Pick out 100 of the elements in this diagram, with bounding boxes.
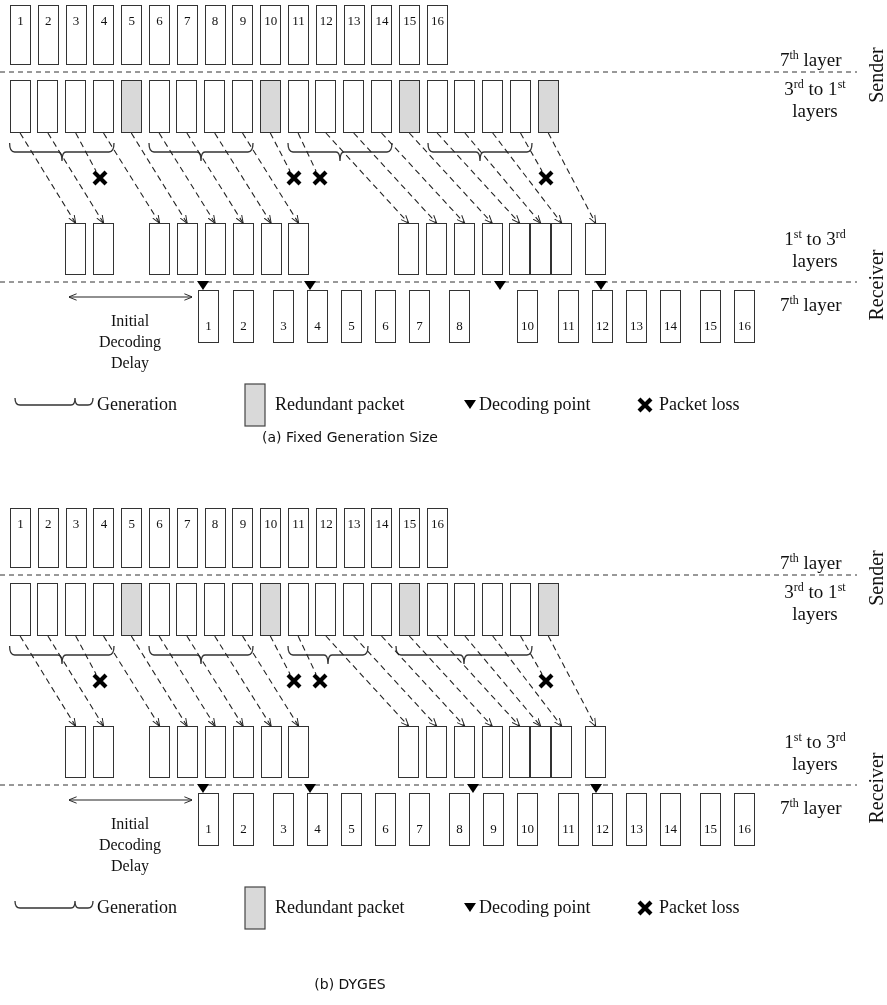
- packet-number: 10: [264, 516, 278, 531]
- packet-box: [483, 793, 504, 846]
- packet-box: [233, 290, 254, 343]
- packet-box: [176, 5, 198, 65]
- arrow: [241, 635, 300, 727]
- packet-box: [260, 508, 282, 568]
- packet-box: [176, 80, 198, 133]
- redundant-packet-box: [398, 80, 420, 133]
- packet-number: 5: [128, 516, 135, 531]
- packet-box: [288, 508, 309, 568]
- side-label: Sender: [865, 46, 887, 105]
- caption: (a) Fixed Generation Size: [261, 428, 439, 447]
- packet-box: [9, 80, 31, 133]
- packet-number: 11: [562, 821, 575, 836]
- packet-box: [481, 223, 503, 275]
- packet-number: 9: [490, 821, 497, 836]
- packet-number: 7: [184, 516, 191, 531]
- packet-box: [558, 290, 579, 343]
- packet-box: [734, 290, 755, 343]
- arrow: [436, 635, 521, 727]
- arrow: [102, 132, 161, 224]
- packet-number: 6: [382, 318, 389, 333]
- arrow: [214, 635, 272, 727]
- packet-number: 4: [100, 13, 108, 28]
- packet-box: [426, 80, 448, 133]
- packet-box: [482, 80, 504, 133]
- packet-number: 2: [45, 13, 52, 28]
- packet-number: 12: [319, 13, 333, 28]
- delay-label: Initial Decoding Delay: [97, 814, 163, 876]
- packet-loss-icon: [285, 672, 303, 690]
- packet-box: [509, 726, 530, 778]
- redundant-packet-box: [259, 583, 281, 636]
- packet-box: [409, 290, 430, 343]
- packet-number: 1: [17, 516, 24, 531]
- packet-box: [509, 223, 530, 275]
- packet-box: [37, 80, 59, 133]
- side-label: Receiver: [865, 751, 887, 826]
- packet-box: [232, 583, 253, 636]
- packet-number: 8: [211, 13, 219, 28]
- packet-number: 5: [348, 821, 355, 836]
- packet-box: [198, 793, 219, 846]
- packet-number: 14: [375, 13, 389, 28]
- packet-box: [449, 793, 470, 846]
- packet-box: [530, 726, 551, 778]
- packet-box: [65, 5, 87, 65]
- packet-box: [204, 508, 226, 568]
- packet-number: 1: [205, 318, 212, 333]
- redundant-packet-box: [120, 583, 142, 636]
- delay-label: Initial Decoding Delay: [97, 311, 163, 373]
- arrow: [436, 132, 521, 224]
- side-label: Receiver: [865, 248, 887, 323]
- packet-number: 15: [403, 13, 417, 28]
- packet-box: [232, 80, 253, 133]
- redundant-packet-box: [537, 80, 559, 133]
- packet-box: [510, 583, 531, 636]
- packet-box: [307, 290, 328, 343]
- packet-box: [10, 5, 31, 65]
- legend-label: Decoding point: [479, 896, 591, 918]
- packet-box: [93, 508, 115, 568]
- legend-label: Packet loss: [659, 393, 740, 415]
- packet-number: 16: [431, 13, 444, 28]
- packet-box: [121, 5, 143, 65]
- packet-box: [409, 793, 430, 846]
- arrow: [102, 635, 161, 727]
- packet-number: 16: [738, 318, 751, 333]
- packet-box: [530, 223, 551, 275]
- packet-number: 11: [292, 516, 305, 531]
- arrow: [186, 132, 244, 224]
- packet-box: [233, 793, 254, 846]
- packet-loss-icon: [311, 169, 329, 187]
- packet-box: [37, 583, 59, 636]
- arrow: [19, 132, 77, 224]
- packet-number: 15: [704, 821, 717, 836]
- packet-loss-icon: [91, 169, 109, 187]
- arrow: [380, 132, 466, 224]
- packet-box: [65, 508, 87, 568]
- packet-number: 16: [431, 516, 444, 531]
- dashed-line: [269, 132, 291, 172]
- packet-box: [427, 508, 448, 568]
- packet-number: 13: [347, 516, 361, 531]
- packet-box: [399, 5, 421, 65]
- packet-box: [287, 583, 309, 636]
- packet-box: [176, 508, 198, 568]
- packet-box: [121, 508, 143, 568]
- legend-label: Redundant packet: [275, 896, 405, 918]
- packet-box: [585, 726, 606, 778]
- packet-box: [426, 726, 447, 778]
- layer-label: 3$^{rd}$ to 1$^{st}$ layers: [783, 581, 847, 625]
- packet-number: 9: [239, 13, 247, 28]
- packet-box: [260, 223, 282, 275]
- packet-loss-icon: [537, 672, 555, 690]
- packet-number: 6: [156, 13, 163, 28]
- dashed-line: [75, 132, 97, 172]
- packet-number: 14: [664, 821, 677, 836]
- dashed-line: [269, 635, 291, 675]
- arrow: [19, 635, 77, 727]
- packet-box: [93, 726, 114, 778]
- packet-box: [149, 508, 170, 568]
- dashed-line: [519, 635, 543, 675]
- packet-box: [288, 726, 309, 778]
